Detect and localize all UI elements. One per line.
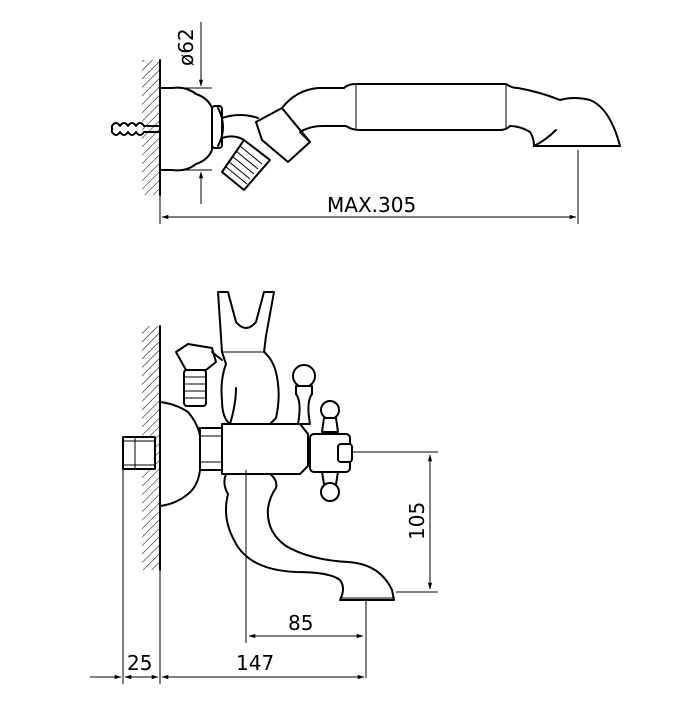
escutcheon: [159, 401, 201, 507]
diameter-dimension: ø62: [160, 22, 212, 204]
holder-cup: [255, 107, 311, 163]
wall-connector: [122, 436, 156, 470]
holder-arm: [221, 114, 259, 119]
shower-handle: [281, 83, 621, 147]
total-depth-label: 147: [236, 651, 274, 675]
hose-ribs: [183, 369, 207, 407]
wall-offset-label: 25: [127, 651, 152, 675]
holder-hose: [175, 343, 217, 371]
max-length-label: MAX.305: [327, 193, 416, 217]
max-length-dimension: MAX.305: [159, 150, 579, 224]
cross-handle: [309, 400, 353, 502]
mixer-body: [221, 423, 309, 475]
wall-screw: [111, 122, 161, 127]
shower-holder: [217, 291, 280, 425]
hose-connector: [221, 139, 271, 191]
wall-bracket: [159, 86, 213, 172]
spout-offset-label: 85: [288, 611, 313, 635]
depth-dimensions: 25 147: [90, 469, 365, 684]
diameter-label: ø62: [174, 28, 198, 66]
hand-shower-view: [111, 59, 621, 196]
spout-height-dimension: 105: [352, 451, 438, 593]
wall-hatch-top: [142, 60, 160, 195]
spout: [223, 473, 395, 601]
body-connector: [199, 427, 223, 471]
spout-height-label: 105: [405, 502, 429, 540]
spout-offset-dimension: 85: [245, 470, 367, 678]
mixer-view: [122, 291, 395, 601]
diverter-knob: [292, 364, 316, 425]
